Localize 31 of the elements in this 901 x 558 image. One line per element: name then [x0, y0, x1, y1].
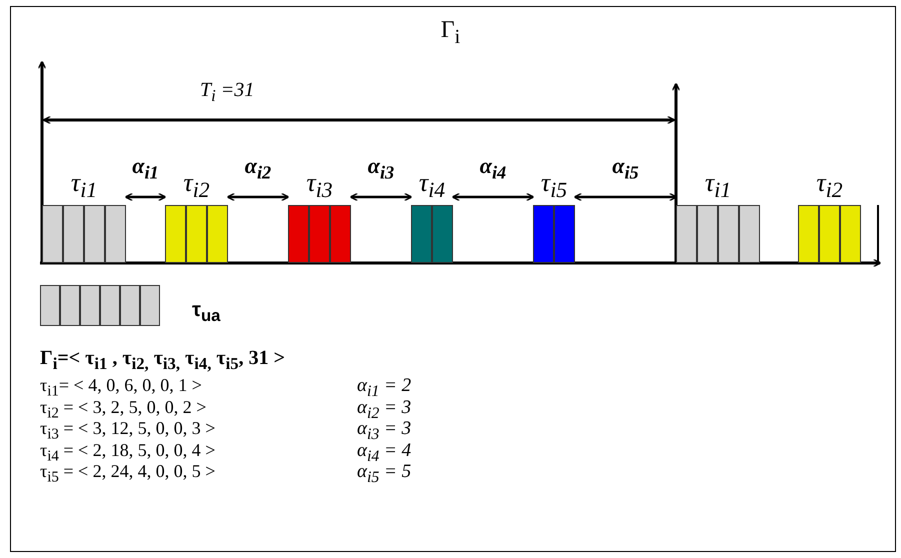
double-arrow [452, 192, 534, 202]
double-arrow [350, 192, 412, 202]
block-label: τ$_{i1}$ [70, 170, 98, 202]
block-label: τ$_{i5}$ [540, 170, 568, 202]
gap-value: α$_{i1}$ = 2 [357, 376, 412, 400]
double-arrow [226, 192, 290, 202]
block-label: τ$_{i4}$ [418, 170, 446, 202]
block-label: τ$_{i2}$ [815, 170, 844, 202]
block-label: τ$_{i2}$ [182, 170, 211, 202]
task-formula: τ$_{i1}$= < 4, 0, 6, 0, 0, 1 > [40, 376, 202, 400]
task-formula: τ$_{i3}$ = < 3, 12, 5, 0, 0, 3 > [40, 419, 216, 443]
task-formula: τ$_{i2}$ = < 3, 2, 5, 0, 0, 2 > [40, 398, 206, 422]
block-label: τ$_{i3}$ [305, 170, 334, 202]
formula: Γ$_{i}$=< τ$_{i1}$ , τ$_{i2,}$ τ$_{i3,}$ τ$_{i4,}$ τ$_{i5}$, 31 > [40, 348, 285, 373]
legend-label: τ$_{ua}$ [192, 300, 220, 325]
gap-value: α$_{i4}$ = 4 [357, 440, 412, 464]
edge-label: α$_{i5}$ [611, 155, 640, 182]
edge-label: α$_{i2}$ [244, 155, 272, 182]
edge-label: α$_{i3}$ [366, 155, 396, 182]
gap-value: α$_{i5}$ = 5 [357, 462, 412, 486]
task-formula: τ$_{i5}$ = < 2, 24, 4, 0, 0, 5 > [40, 462, 216, 486]
double-arrow [574, 192, 678, 202]
edge-label: α$_{i4}$ [478, 155, 508, 182]
edge-label: α$_{i1}$ [131, 155, 160, 182]
gap-value: α$_{i2}$ = 3 [357, 398, 412, 422]
double-arrow [124, 192, 166, 202]
period-label: T$_{i}$ =31 [200, 80, 254, 105]
gap-value: α$_{i3}$ = 3 [357, 419, 412, 443]
diagram-title: Γ$_{i}$ [440, 18, 462, 47]
block-label: τ$_{i1}$ [704, 170, 732, 202]
task-formula: τ$_{i4}$ = < 2, 18, 5, 0, 0, 4 > [40, 440, 216, 464]
